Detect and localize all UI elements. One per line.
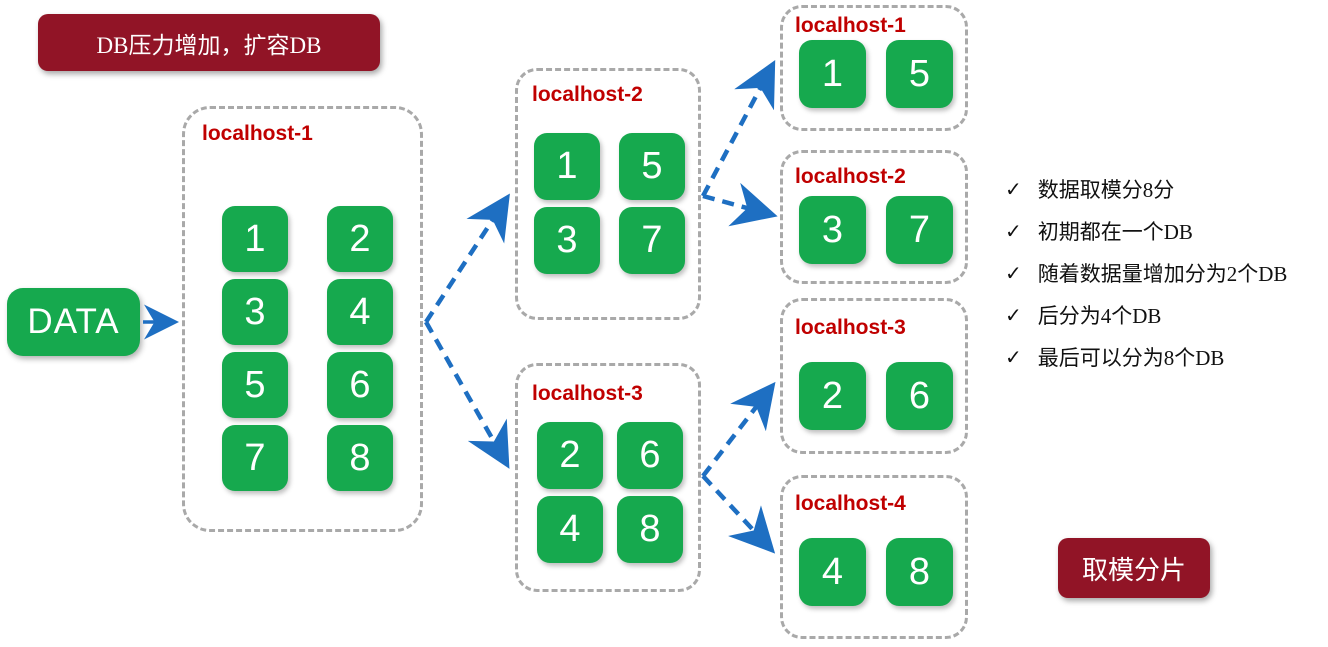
group-label: localhost-3 (795, 316, 906, 339)
note-item: ✓ 初期都在一个DB (1005, 210, 1287, 252)
notes-list: ✓ 数据取模分8分 ✓ 初期都在一个DB ✓ 随着数据量增加分为2个DB ✓ 后… (1005, 168, 1287, 378)
group-box-localhost-3-mid: localhost-3 2 6 4 8 (515, 363, 701, 592)
group-box-localhost-4-final: localhost-4 4 8 (780, 475, 968, 639)
group-label: localhost-2 (532, 83, 643, 106)
shard-tile: 3 (222, 279, 288, 345)
note-item: ✓ 随着数据量增加分为2个DB (1005, 252, 1287, 294)
group-box-localhost-2-mid: localhost-2 1 5 3 7 (515, 68, 701, 320)
shard-tile: 5 (619, 133, 685, 200)
group-box-localhost-1-final: localhost-1 1 5 (780, 5, 968, 131)
tile-grid: 3 7 (799, 196, 953, 264)
data-source-box: DATA (7, 288, 140, 356)
tile-grid: 4 8 (799, 538, 953, 606)
shard-tile: 8 (327, 425, 393, 491)
tile-grid: 1 5 (799, 40, 953, 108)
shard-tile: 4 (327, 279, 393, 345)
note-text: 随着数据量增加分为2个DB (1037, 262, 1288, 286)
group-label: localhost-4 (795, 492, 906, 515)
arrow-localhost1-to-localhost2 (424, 193, 510, 324)
shard-tile: 7 (619, 207, 685, 274)
note-text: 最后可以分为8个DB (1037, 346, 1225, 370)
shard-tile: 7 (222, 425, 288, 491)
shard-tile: 6 (327, 352, 393, 418)
shard-tile: 2 (327, 206, 393, 272)
shard-tile: 4 (537, 496, 603, 563)
bottom-banner: 取模分片 (1058, 538, 1210, 598)
shard-tile: 1 (222, 206, 288, 272)
note-item: ✓ 后分为4个DB (1005, 294, 1287, 336)
note-text: 初期都在一个DB (1037, 220, 1193, 244)
shard-tile: 8 (617, 496, 683, 563)
check-icon: ✓ (1005, 219, 1022, 243)
group-label: localhost-2 (795, 165, 906, 188)
shard-tile: 5 (222, 352, 288, 418)
tile-grid: 2 6 (799, 362, 953, 430)
shard-tile: 7 (886, 196, 953, 264)
top-banner: DB压力增加，扩容DB (38, 14, 380, 71)
arrow-localhost2-to-final-localhost1 (701, 60, 776, 198)
shard-tile: 3 (799, 196, 866, 264)
note-text: 后分为4个DB (1037, 304, 1162, 328)
group-box-localhost-1-initial: localhost-1 1 2 3 4 5 6 7 8 (182, 106, 423, 532)
shard-tile: 1 (799, 40, 866, 108)
arrow-localhost3-to-final-localhost3 (701, 381, 776, 478)
note-text: 数据取模分8分 (1037, 178, 1175, 202)
shard-tile: 3 (534, 207, 600, 274)
note-item: ✓ 最后可以分为8个DB (1005, 336, 1287, 378)
shard-tile: 6 (617, 422, 683, 489)
shard-tile: 2 (537, 422, 603, 489)
check-icon: ✓ (1005, 303, 1022, 327)
shard-tile: 2 (799, 362, 866, 430)
shard-tile: 1 (534, 133, 600, 200)
tile-grid: 1 5 3 7 (534, 133, 685, 274)
group-box-localhost-3-final: localhost-3 2 6 (780, 298, 968, 454)
arrow-localhost2-to-final-localhost2 (702, 182, 778, 227)
check-icon: ✓ (1005, 261, 1022, 285)
tile-grid: 1 2 3 4 5 6 7 8 (222, 206, 393, 491)
check-icon: ✓ (1005, 345, 1022, 369)
group-label: localhost-3 (532, 382, 643, 405)
arrow-localhost1-to-localhost3 (424, 320, 510, 469)
check-icon: ✓ (1005, 177, 1022, 201)
group-label: localhost-1 (202, 122, 313, 145)
arrow-localhost3-to-final-localhost4 (701, 474, 776, 554)
tile-grid: 2 6 4 8 (537, 422, 683, 563)
note-item: ✓ 数据取模分8分 (1005, 168, 1287, 210)
shard-tile: 5 (886, 40, 953, 108)
group-box-localhost-2-final: localhost-2 3 7 (780, 150, 968, 284)
shard-tile: 4 (799, 538, 866, 606)
shard-tile: 8 (886, 538, 953, 606)
shard-tile: 6 (886, 362, 953, 430)
group-label: localhost-1 (795, 14, 906, 37)
